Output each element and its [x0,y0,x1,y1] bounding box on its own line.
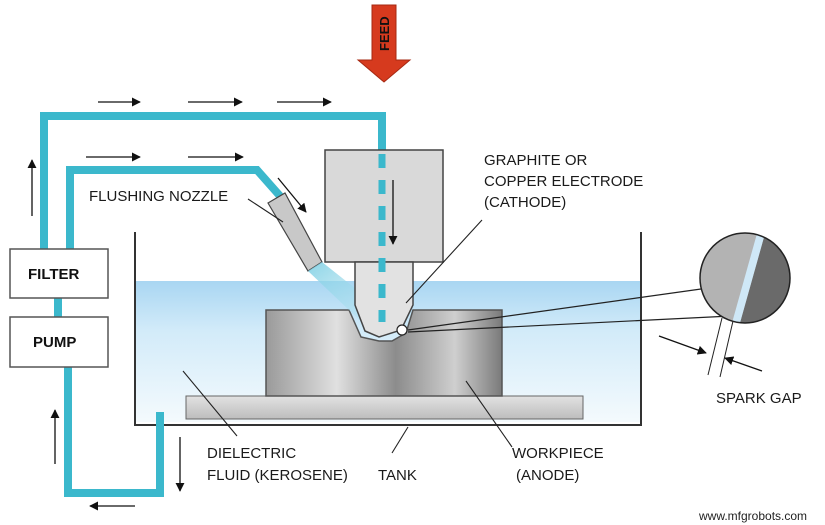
watermark: www.mfgrobots.com [698,509,807,523]
filter-box: FILTER [9,248,109,299]
feed-label: FEED [377,16,392,51]
return-pipe [64,367,164,497]
workpiece-label-line1: WORKPIECE [512,445,604,462]
electrode-tip [354,261,414,338]
feed-arrow: FEED [356,4,412,83]
spark-point [396,324,408,336]
flow-arrows [27,97,332,511]
pump-box: PUMP [9,316,109,368]
tank [134,232,642,426]
flushing-nozzle-label: FLUSHING NOZZLE [89,188,228,205]
filter-label: FILTER [28,266,80,283]
electrode-label-line3: (CATHODE) [484,194,566,211]
dielectric-label-line2: FLUID (KEROSENE) [207,467,348,484]
electrode-label-line2: COPPER ELECTRODE [484,173,643,190]
leader-lines [182,198,513,454]
nozzle-supply-pipe [66,166,283,249]
upper-supply-pipe [40,112,386,249]
electrode [324,149,444,338]
tank-base-plate [185,395,584,420]
dielectric-label-line1: DIELECTRIC [207,445,296,462]
tank-label: TANK [378,467,417,484]
workpiece-label-line2: (ANODE) [516,467,579,484]
electrode-label-line1: GRAPHITE OR [484,152,588,169]
spark-gap-label: SPARK GAP [716,390,802,407]
pump-label: PUMP [33,334,76,351]
fluid-pipe-system [40,112,386,497]
